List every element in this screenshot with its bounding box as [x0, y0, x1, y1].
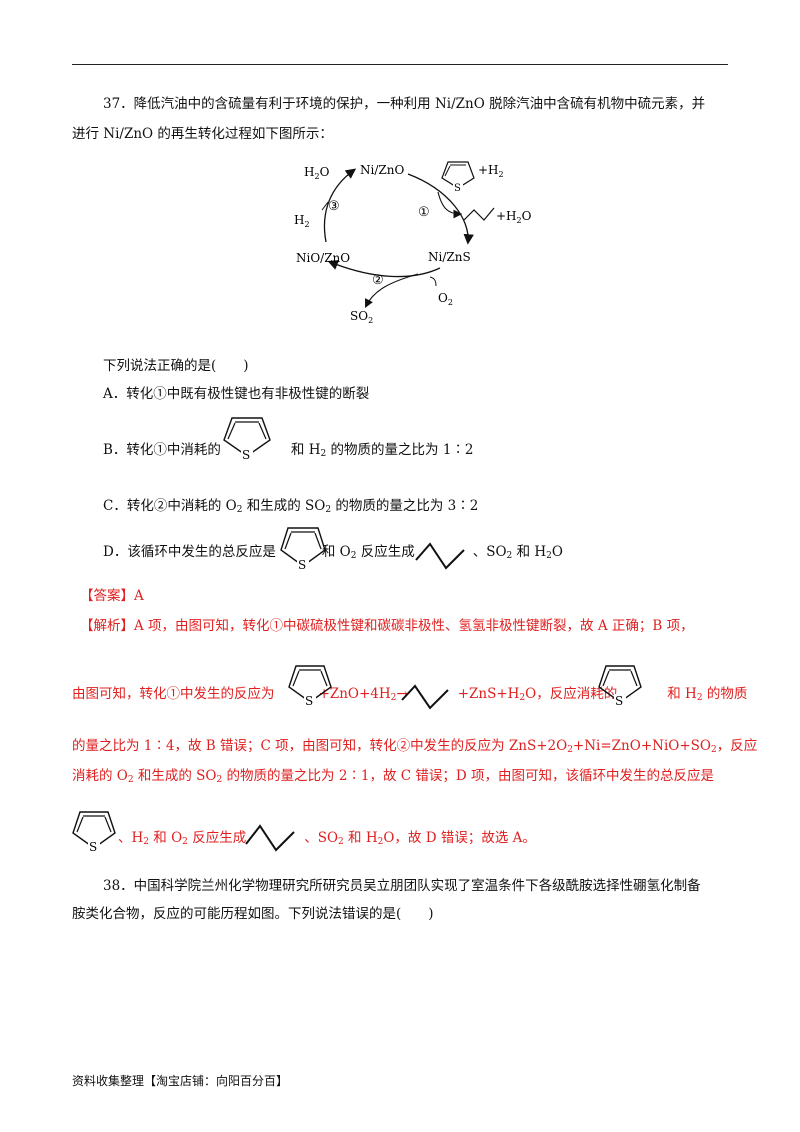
butane-icon-e5 — [245, 824, 295, 852]
arc-step1 — [407, 173, 474, 245]
explanation-line2: 由图可知，转化①中发生的反应为+ZnO+4H2→+ZnS+H2O，反应消耗的和 … — [72, 686, 748, 703]
label-ni-zno: Ni/ZnO — [360, 163, 404, 177]
label-ni-zns: Ni/ZnS — [428, 250, 471, 264]
svg-text:S: S — [615, 694, 623, 708]
q37-option-c: C．转化②中消耗的 O2 和生成的 SO2 的物质的量之比为 3∶2 — [103, 498, 479, 515]
arc-step3 — [323, 168, 357, 243]
explanation-line3: 的量之比为 1∶4，故 B 错误；C 项，由图可知，转化②中发生的反应为 ZnS… — [72, 738, 758, 755]
thiophene-icon-e5: S — [72, 811, 116, 854]
thiophene-icon-d: S — [280, 527, 326, 572]
label-nio-zno: NiO/ZnO — [296, 251, 350, 265]
thiophene-icon-b: S — [223, 417, 271, 462]
q37-line1: 37．降低汽油中的含硫量有利于环境的保护，一种利用 Ni/ZnO 脱除汽油中含硫… — [103, 96, 706, 112]
label-step1: ① — [418, 205, 430, 220]
label-plus-h2o: +H2O — [496, 209, 532, 225]
q38-line1: 38．中国科学院兰州化学物理研究所研究员吴立朋团队实现了室温条件下各级酰胺选择性… — [103, 878, 701, 894]
butane-structure — [463, 207, 495, 221]
answer-label: 【答案】A — [80, 588, 144, 604]
arc-step2 — [327, 260, 441, 278]
label-h2: H2 — [294, 213, 310, 229]
explanation-line4: 消耗的 O2 和生成的 SO2 的物质的量之比为 2∶1，故 C 错误；D 项，… — [72, 768, 715, 785]
butane-icon-d — [415, 542, 465, 570]
svg-text:S: S — [298, 558, 306, 572]
label-step2: ② — [372, 273, 384, 288]
svg-text:S: S — [89, 840, 97, 854]
thiophene-structure: S — [441, 161, 475, 194]
q38-line2: 胺类化合物，反应的可能历程如图。下列说法错误的是( ) — [72, 906, 434, 922]
footer-source: 资料收集整理【淘宝店铺：向阳百分百】 — [72, 1074, 289, 1088]
regeneration-cycle-diagram: Ni/ZnO H2O H2 ③ NiO/ZnO ① Ni/ZnS ② O2 SO… — [294, 161, 532, 325]
label-o2: O2 — [438, 291, 453, 307]
q37-prompt: 下列说法正确的是( ) — [103, 358, 249, 374]
thiophene-icon-e2b: S — [598, 665, 642, 708]
q37-line2: 进行 Ni/ZnO 的再生转化过程如下图所示： — [72, 126, 333, 142]
label-plus-h2: +H2 — [478, 163, 504, 179]
q37-option-a: A．转化①中既有极性键也有非极性键的断裂 — [103, 386, 370, 402]
svg-text:S: S — [242, 448, 250, 462]
label-step3: ③ — [328, 199, 340, 214]
arrow-to-so2 — [365, 273, 419, 308]
arrow-o2-in — [429, 276, 437, 287]
arrow-to-products — [437, 191, 463, 219]
butane-icon-e2 — [401, 684, 449, 710]
arrow-h2-in — [321, 201, 329, 211]
svg-text:S: S — [305, 694, 313, 708]
explanation-line1: 【解析】A 项，由图可知，转化①中碳硫极性键和碳碳非极性、氢氢非极性键断裂，故 … — [80, 618, 694, 634]
svg-text:S: S — [454, 183, 461, 194]
header-rule — [72, 64, 728, 65]
thiophene-icon-e2a: S — [288, 665, 332, 708]
explanation-line5: 、H2 和 O2 反应生成、SO2 和 H2O，故 D 错误；故选 A。 — [118, 830, 536, 847]
label-h2o: H2O — [304, 165, 330, 181]
q37-option-d: D．该循环中发生的总反应是和 O2 反应生成、SO2 和 H2O — [103, 544, 563, 561]
q37-option-b: B．转化①中消耗的和 H2 的物质的量之比为 1∶2 — [103, 442, 474, 459]
label-so2: SO2 — [350, 309, 373, 325]
